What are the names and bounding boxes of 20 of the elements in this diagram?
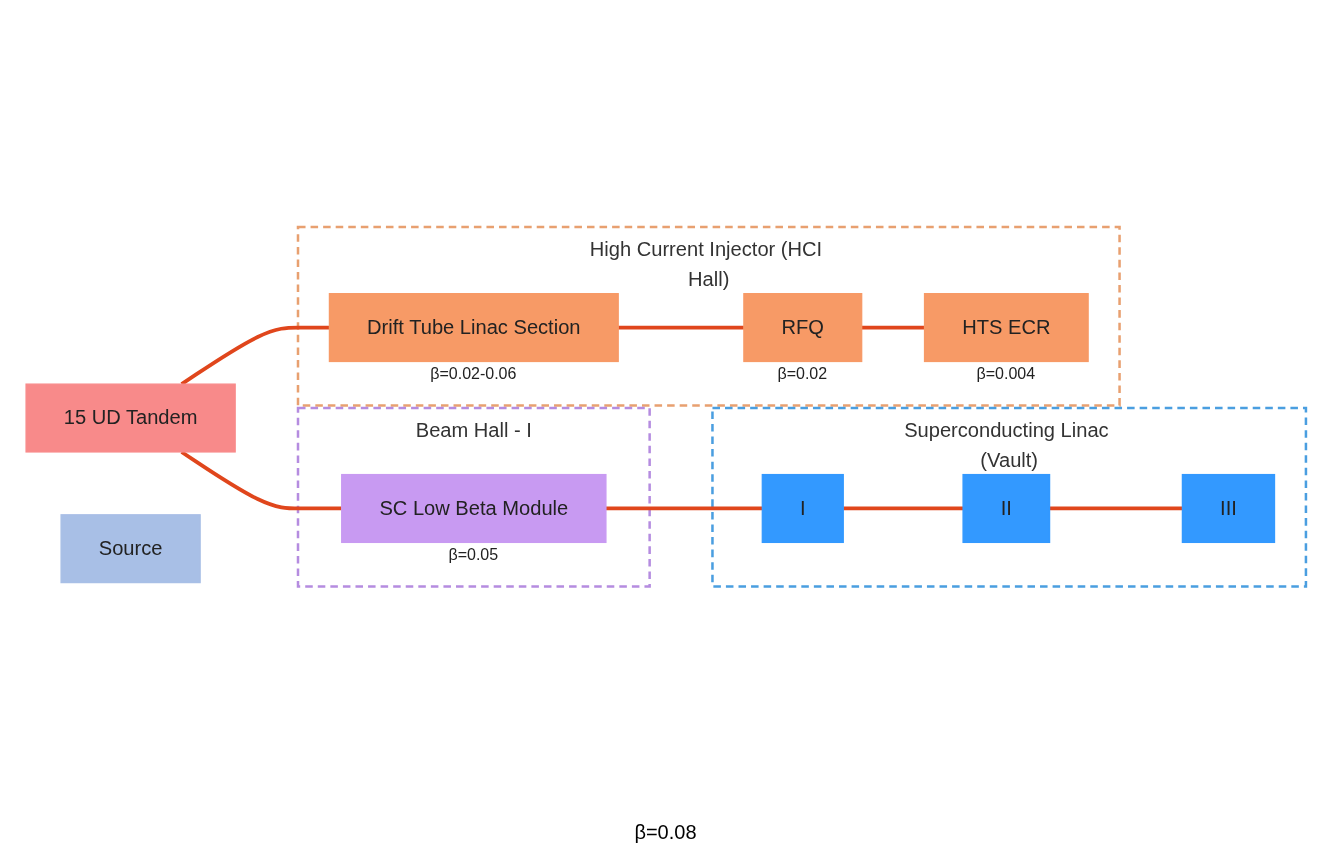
- node-box: RFQ: [742, 292, 862, 362]
- connector: [842, 506, 963, 511]
- connector: [861, 325, 924, 330]
- beta-label: β=0.08: [634, 821, 697, 844]
- connector: [605, 506, 762, 511]
- connector: [617, 325, 744, 330]
- node-box: I: [761, 473, 844, 543]
- node-box: III: [1181, 473, 1275, 543]
- node-box: 15 UD Tandem: [24, 383, 236, 453]
- node-box: HTS ECR: [923, 292, 1089, 362]
- beta-label: β=0.05: [448, 546, 499, 565]
- connector: [180, 450, 342, 511]
- node-box: Drift Tube Linac Section: [328, 292, 619, 362]
- beta-label: β=0.004: [976, 365, 1036, 384]
- connector: [1049, 506, 1182, 511]
- beta-label: β=0.02: [777, 365, 828, 384]
- beta-label: β=0.02-0.06: [430, 365, 517, 384]
- node-box: II: [961, 473, 1050, 543]
- node-box: SC Low Beta Module: [340, 473, 607, 543]
- node-box: Source: [59, 513, 201, 584]
